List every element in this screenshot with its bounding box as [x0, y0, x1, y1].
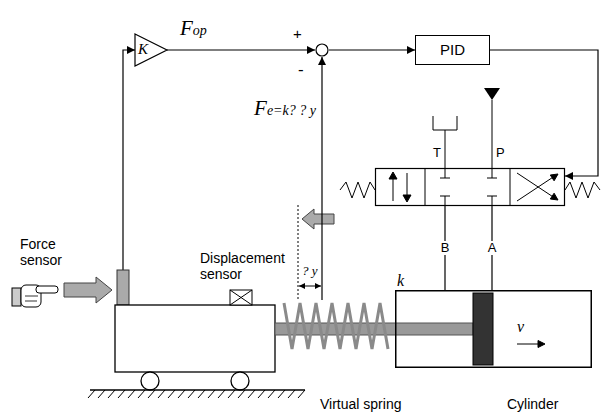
piston [473, 293, 493, 365]
port-name: A [486, 241, 499, 256]
hand-finger [36, 286, 58, 293]
sign-minus: - [298, 60, 304, 80]
circle-outline [316, 44, 328, 56]
controller-name: PID [440, 41, 465, 58]
triangle-outline [135, 34, 167, 66]
tank-line [445, 130, 446, 168]
part-name: Cylinder [507, 396, 558, 412]
cylinder-body-outline [395, 290, 592, 368]
part-name: Displacement sensor [200, 250, 296, 282]
signal-name: Fop [180, 16, 207, 40]
connector-group [167, 50, 598, 300]
port-name: B [439, 241, 452, 256]
valve-divider [510, 168, 511, 206]
dimension-line [298, 205, 299, 300]
blocked-port [487, 178, 497, 179]
force-sensor [117, 270, 129, 305]
valve-spring [340, 182, 375, 198]
stiffness-symbol: k [397, 272, 404, 290]
valve-body: TP [375, 168, 565, 206]
blocked-port [445, 168, 446, 178]
tank-symbol [433, 116, 457, 130]
cart-body [115, 305, 275, 372]
signal-connector [321, 57, 322, 300]
valve-outline [376, 169, 565, 206]
blocked-port [445, 196, 446, 206]
ground-line [90, 389, 305, 390]
spring-force-arrow [302, 209, 334, 229]
signal-name: Fe=k? ? y [254, 96, 316, 120]
flow-arrow [393, 178, 394, 201]
cylinder-body: vCylinder [395, 290, 592, 368]
hand-cuff [12, 288, 21, 306]
box-outline [416, 36, 490, 65]
velocity-symbol: v [517, 318, 524, 336]
controller-box: PID [415, 35, 490, 65]
virtual-spring-outline [280, 300, 392, 352]
velocity-arrow [517, 344, 539, 345]
dimension-label: ? y [302, 264, 318, 279]
wheel [231, 372, 249, 390]
valve-divider [425, 168, 426, 206]
cylinder-outline [396, 291, 592, 368]
force-signal-wire [123, 50, 135, 270]
blocked-port [492, 196, 493, 206]
gain-symbol: K [138, 41, 148, 58]
virtual-spring: kVirtual spring [280, 300, 392, 352]
part-name: Force sensor [20, 236, 82, 268]
port-name: T [433, 146, 441, 161]
hand-fingers [25, 296, 38, 301]
signal-connector [329, 49, 415, 50]
spring-coil [284, 303, 388, 349]
port-name: P [496, 146, 505, 161]
blocked-port [440, 178, 450, 179]
velocity-arrowhead [538, 341, 545, 348]
blocked-port [492, 168, 493, 178]
summing-junction-outline [315, 43, 329, 57]
sign-plus: + [293, 25, 302, 42]
gain-triangle: K [135, 34, 167, 66]
ground-hatch [88, 390, 305, 398]
part-name: Virtual spring [320, 396, 401, 412]
dimension-arrow [299, 286, 321, 287]
blocked-port [487, 196, 497, 197]
summing-junction: +- [315, 43, 329, 57]
flow-arrow [407, 173, 408, 196]
flow-arrow [517, 177, 554, 202]
push-force-arrow [64, 277, 112, 303]
hand-icon [12, 285, 58, 307]
sensor-box [230, 290, 252, 305]
signal-connector [167, 49, 315, 50]
blocked-port [440, 196, 450, 197]
displacement-sensor [230, 290, 252, 305]
flow-arrowhead [550, 193, 558, 200]
flow-arrowhead [389, 172, 397, 179]
flow-arrowhead [550, 174, 558, 181]
pressure-source-symbol [484, 88, 500, 100]
valve-spring [565, 182, 600, 198]
wheel [141, 372, 159, 390]
pressure-line [492, 100, 493, 168]
flow-arrowhead [403, 195, 411, 202]
valve-body-outline [375, 168, 565, 206]
flow-arrow [517, 173, 554, 198]
sensor-cross [230, 290, 252, 305]
signal-connector [490, 50, 598, 176]
